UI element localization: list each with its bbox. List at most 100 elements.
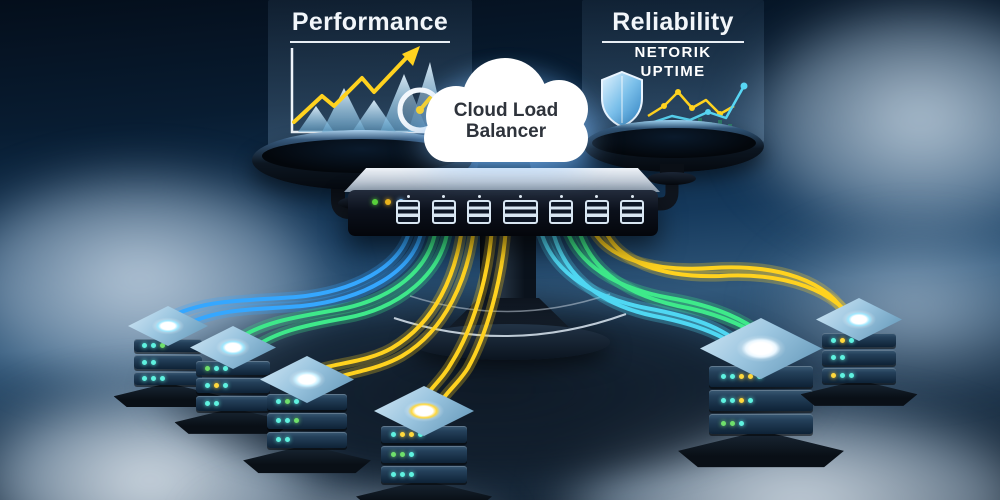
led-dot <box>739 374 745 379</box>
title-underline <box>290 41 450 43</box>
rack-unit <box>381 446 467 463</box>
led-dot <box>721 397 727 403</box>
right-arm <box>632 176 679 211</box>
area-peak <box>298 106 334 132</box>
led-dot <box>400 472 406 477</box>
ethernet-port <box>467 195 491 224</box>
port-jack <box>549 200 573 224</box>
port-jack <box>396 200 420 224</box>
led-dot <box>204 365 210 371</box>
rack-unit <box>822 350 896 366</box>
pedestal-rings <box>393 293 627 337</box>
led-dot <box>739 397 745 403</box>
cloud-load-balancer-label: Cloud Load Balancer <box>418 100 594 143</box>
led-dot <box>141 342 147 348</box>
server-body <box>822 332 896 383</box>
led-dot <box>141 359 147 365</box>
ethernet-port <box>431 195 456 224</box>
arrowhead-icon <box>402 46 420 66</box>
load-balancer-device <box>348 190 658 236</box>
rack-unit <box>381 466 467 483</box>
server-platform <box>356 480 492 500</box>
led-dot <box>839 372 845 378</box>
led-dot <box>159 376 165 382</box>
rack-unit <box>822 368 896 383</box>
port-indicator <box>630 195 634 198</box>
ethernet-port <box>396 195 420 224</box>
ethernet-port <box>584 195 609 224</box>
led-dot <box>294 418 300 424</box>
rack-unit <box>708 413 814 435</box>
led-dot <box>391 472 397 477</box>
port-jack <box>584 200 609 224</box>
led-dot <box>213 365 219 371</box>
performance-title: Performance <box>291 8 449 36</box>
uptime-line2: UPTIME <box>640 62 706 80</box>
port-indicator <box>442 195 445 198</box>
led-dot <box>830 355 836 361</box>
led-dot <box>150 359 156 365</box>
led-dot <box>276 399 282 405</box>
server-glow-ring <box>210 335 256 360</box>
cloud-icon: Cloud Load Balancer <box>388 38 624 188</box>
led-dot <box>141 376 147 382</box>
led-dot <box>222 383 228 389</box>
server-glow-ring <box>398 397 450 425</box>
led-dot <box>213 383 219 389</box>
status-led <box>372 199 378 205</box>
server-platform <box>243 444 371 474</box>
cyan-line-series <box>653 85 746 124</box>
led-dot <box>839 355 845 361</box>
led-dot <box>418 432 424 437</box>
led-dot <box>830 337 836 343</box>
title-underline <box>602 41 744 43</box>
led-dot <box>294 399 300 405</box>
led-dot <box>830 372 836 378</box>
server-6 <box>800 298 918 406</box>
led-dot <box>748 397 754 403</box>
led-dot <box>391 452 397 457</box>
led-dot <box>285 399 291 405</box>
port-jack <box>502 200 538 224</box>
ethernet-port <box>620 195 644 224</box>
port-indicator <box>477 195 481 198</box>
cloud-label-line1: Cloud Load <box>453 100 559 121</box>
rack-unit <box>266 431 348 448</box>
led-dot <box>739 421 745 427</box>
port-jack <box>431 200 456 224</box>
uptime-line1: NETORIK <box>634 44 712 61</box>
led-dot <box>159 342 165 348</box>
reliability-title: Reliability <box>612 8 734 36</box>
led-dot <box>848 372 854 378</box>
led-dot <box>721 374 727 379</box>
network-uptime-label: NETORIK UPTIME <box>582 44 764 82</box>
rack-unit <box>708 389 814 411</box>
led-dot <box>400 432 406 437</box>
status-led <box>385 199 391 205</box>
port-indicator <box>559 195 563 198</box>
server-glow-ring <box>147 314 189 338</box>
led-dot <box>285 437 291 443</box>
led-dot <box>730 421 736 427</box>
rack-unit <box>196 396 270 411</box>
led-dot <box>204 383 210 389</box>
server-3 <box>243 356 371 474</box>
led-dot <box>730 374 736 379</box>
area-peak <box>322 88 366 132</box>
trend-arrow-icon <box>292 52 412 124</box>
server-platform <box>678 430 844 468</box>
server-4 <box>356 386 492 500</box>
cyan-line-points <box>705 82 748 115</box>
rack-unit <box>196 378 270 394</box>
cloud-shape <box>530 80 588 138</box>
server-glow-ring <box>836 307 882 332</box>
port-jack <box>467 200 491 224</box>
led-dot <box>839 337 845 343</box>
led-dot <box>721 421 727 427</box>
led-dot <box>730 397 736 403</box>
port-indicator <box>406 195 410 198</box>
rack-unit <box>133 355 203 369</box>
led-dot <box>400 452 406 457</box>
led-dot <box>748 374 754 379</box>
